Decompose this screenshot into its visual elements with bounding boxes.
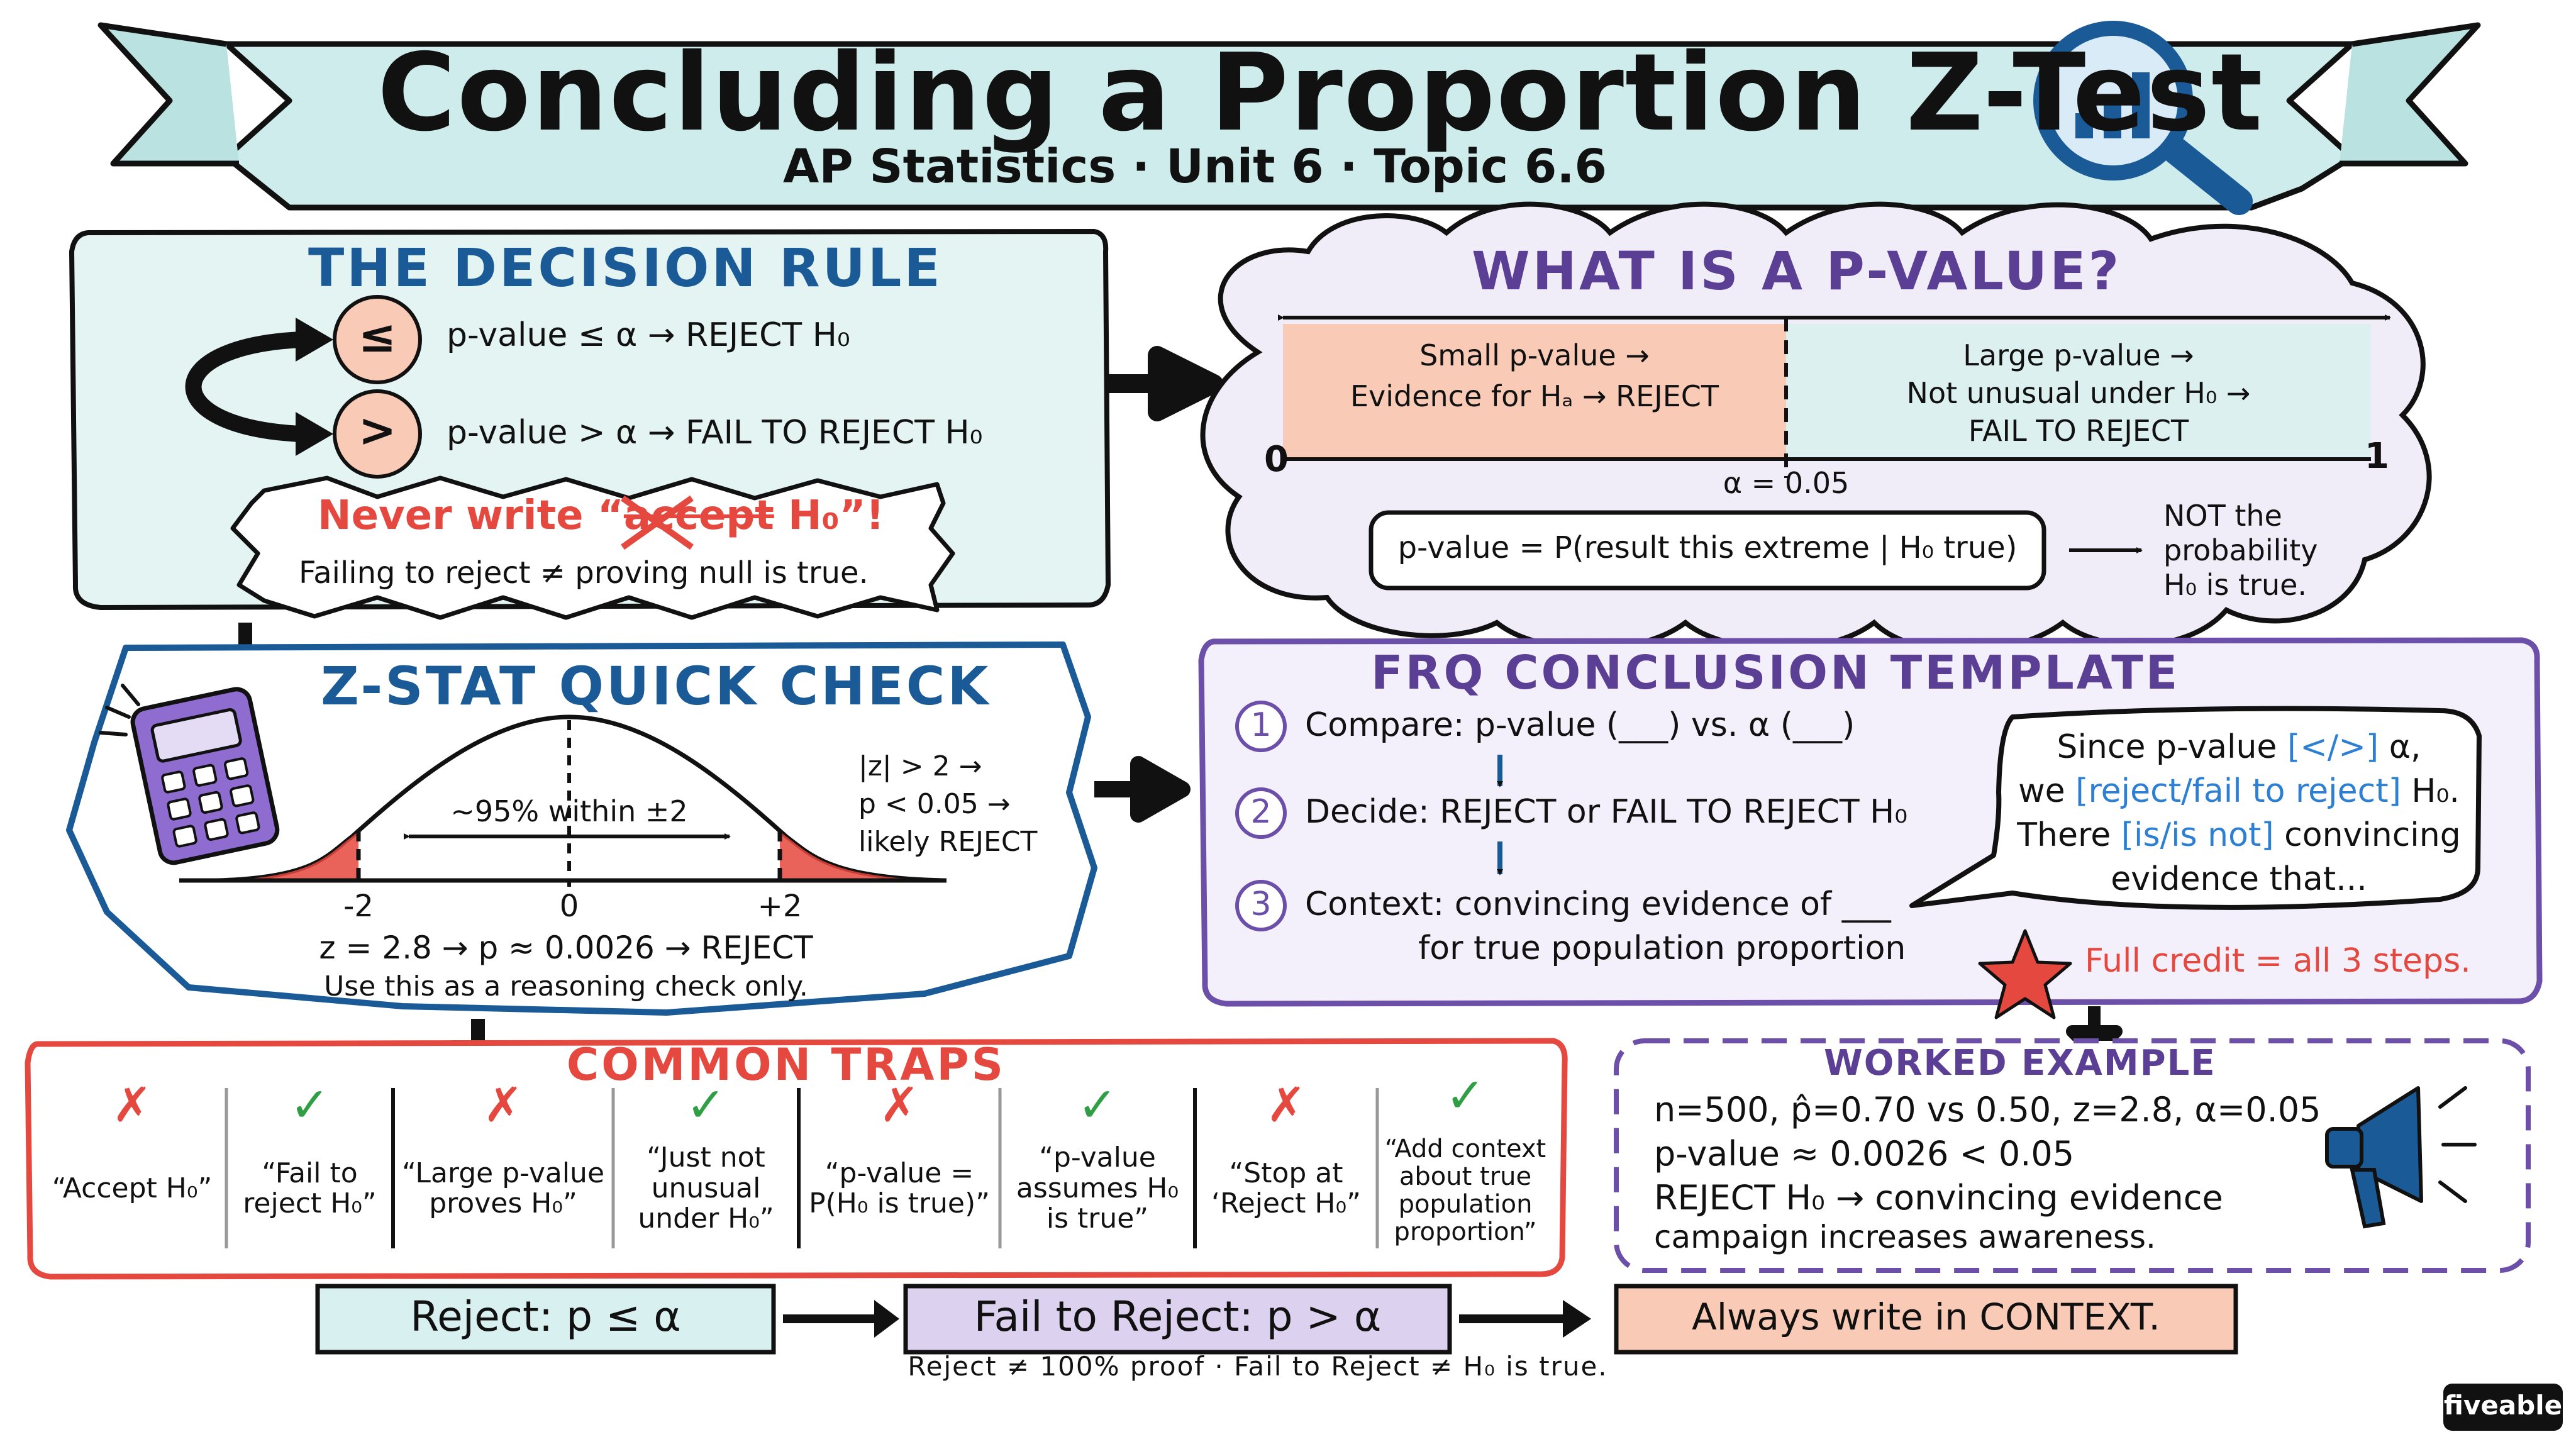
bubble-line2: we [reject/fail to reject] H₀. bbox=[2018, 772, 2460, 810]
tick-plus-2: +2 bbox=[757, 889, 802, 924]
axis-max-label: 1 bbox=[2365, 436, 2389, 477]
frq-panel bbox=[1198, 637, 2543, 1019]
worked-example-panel bbox=[1614, 1038, 2531, 1273]
bottom-flow bbox=[315, 1284, 2238, 1355]
rule-fail-to-reject: p-value > α → FAIL TO REJECT H₀ bbox=[447, 414, 983, 452]
trap-mark-1: ✗ bbox=[112, 1077, 152, 1133]
zstat-side-line2: p < 0.05 → bbox=[858, 788, 1011, 820]
full-credit-note: Full credit = all 3 steps. bbox=[2085, 942, 2471, 980]
trap-text-4: “Just not unusual under H₀” bbox=[638, 1141, 774, 1235]
bottom-note: Reject ≠ 100% proof · Fail to Reject ≠ H… bbox=[908, 1351, 1608, 1382]
pvalue-small-line2: Evidence for Hₐ → REJECT bbox=[1350, 379, 1719, 413]
zstat-side-line1: |z| > 2 → bbox=[858, 750, 982, 782]
trap-text-7: “Stop at ‘Reject H₀” bbox=[1211, 1157, 1361, 1219]
magnifier-chart-icon bbox=[2033, 21, 2253, 215]
trap-mark-5: ✗ bbox=[879, 1077, 919, 1133]
trap-mark-8: ✓ bbox=[1445, 1067, 1485, 1123]
megaphone-icon bbox=[2325, 1086, 2477, 1229]
not-note-line2: probability bbox=[2163, 533, 2318, 567]
worked-line2: p-value ≈ 0.0026 < 0.05 bbox=[1654, 1134, 2075, 1174]
zstat-side-line3: likely REJECT bbox=[858, 826, 1038, 858]
rule-symbol-gt: > bbox=[358, 404, 397, 457]
trap-text-5: “p-value = P(H₀ is true)” bbox=[809, 1157, 990, 1219]
bubble-line3: There [is/is not] convincing bbox=[2017, 816, 2461, 854]
bubble-line1: Since p-value [</>] α, bbox=[2057, 728, 2421, 766]
pvalue-large-line3: FAIL TO REJECT bbox=[1968, 414, 2189, 448]
tick-minus-2: -2 bbox=[343, 889, 374, 924]
not-note-line1: NOT the bbox=[2163, 499, 2282, 533]
star-icon bbox=[1978, 929, 2072, 1019]
trap-mark-3: ✗ bbox=[483, 1077, 523, 1133]
step-3-number: 3 bbox=[1250, 886, 1272, 923]
alpha-label: α = 0.05 bbox=[1723, 466, 1850, 500]
calculator-icon bbox=[130, 687, 280, 865]
warning-note: Failing to reject ≠ proving null is true… bbox=[299, 555, 869, 591]
traps-panel bbox=[25, 1038, 1568, 1280]
worked-line4: campaign increases awareness. bbox=[1654, 1219, 2156, 1255]
trap-text-2: “Fail to reject H₀” bbox=[243, 1157, 377, 1219]
calculator-sparks bbox=[99, 684, 140, 736]
rule-symbol-le: ≤ bbox=[358, 309, 397, 362]
fail-summary: Fail to Reject: p > α bbox=[974, 1292, 1382, 1341]
worked-line3: REJECT H₀ → convincing evidence bbox=[1654, 1178, 2223, 1218]
bubble-line4: evidence that... bbox=[2111, 860, 2367, 898]
arrow-zstat-to-frq bbox=[1094, 756, 1191, 823]
not-note-line3: H₀ is true. bbox=[2163, 568, 2307, 602]
page-subtitle: AP Statistics · Unit 6 · Topic 6.6 bbox=[783, 140, 1607, 194]
zstat-example: z = 2.8 → p ≈ 0.0026 → REJECT bbox=[319, 930, 813, 966]
frq-heading: FRQ CONCLUSION TEMPLATE bbox=[1371, 646, 2180, 700]
brand-tag bbox=[2443, 1384, 2563, 1431]
zstat-heading: Z-STAT QUICK CHECK bbox=[321, 655, 991, 717]
rule-reject: p-value ≤ α → REJECT H₀ bbox=[447, 316, 850, 354]
step-1-number: 1 bbox=[1250, 706, 1272, 744]
zstat-panel bbox=[66, 641, 1097, 1016]
brand-logo: fiveable bbox=[2443, 1390, 2563, 1421]
context-summary: Always write in CONTEXT. bbox=[1692, 1296, 2160, 1338]
tick-zero: 0 bbox=[559, 889, 579, 924]
step-3-text-line2: for true population proportion bbox=[1418, 930, 1906, 967]
pvalue-cloud bbox=[1200, 201, 2432, 653]
trap-text-1: “Accept H₀” bbox=[52, 1172, 213, 1204]
axis-min-label: 0 bbox=[1264, 439, 1289, 480]
trap-mark-2: ✓ bbox=[289, 1077, 330, 1133]
trap-text-8: “Add context about true population propo… bbox=[1384, 1134, 1546, 1246]
worked-line1: n=500, p̂=0.70 vs 0.50, z=2.8, α=0.05 bbox=[1654, 1090, 2321, 1130]
reject-summary: Reject: p ≤ α bbox=[410, 1292, 681, 1341]
page-title: Concluding a Proportion Z-Test bbox=[377, 31, 2264, 155]
decision-rule-heading: THE DECISION RULE bbox=[308, 237, 943, 299]
pvalue-small-line1: Small p-value → bbox=[1419, 338, 1650, 372]
pvalue-large-line1: Large p-value → bbox=[1963, 338, 2194, 372]
step-2-number: 2 bbox=[1250, 793, 1272, 831]
trap-text-6: “p-value assumes H₀ is true” bbox=[1016, 1141, 1179, 1235]
title-banner bbox=[97, 22, 2481, 211]
pvalue-large-line2: Not unusual under H₀ → bbox=[1906, 376, 2251, 410]
traps-heading: COMMON TRAPS bbox=[566, 1039, 1006, 1091]
within-label: ~95% within ±2 bbox=[450, 794, 688, 828]
arrow-rule-to-pvalue bbox=[1107, 346, 1223, 421]
step-2-text: Decide: REJECT or FAIL TO REJECT H₀ bbox=[1305, 793, 1908, 831]
zstat-note: Use this as a reasoning check only. bbox=[324, 970, 808, 1002]
trap-mark-7: ✗ bbox=[1266, 1077, 1306, 1133]
step-3-text: Context: convincing evidence of ___ bbox=[1305, 886, 1891, 923]
pvalue-definition: p-value = P(result this extreme | H₀ tru… bbox=[1397, 530, 2018, 565]
trap-text-3: “Large p-value proves H₀” bbox=[401, 1157, 605, 1219]
decision-rule-panel bbox=[69, 228, 1111, 620]
trap-mark-6: ✓ bbox=[1077, 1077, 1118, 1133]
trap-mark-4: ✓ bbox=[686, 1077, 726, 1133]
pvalue-heading: WHAT IS A P-VALUE? bbox=[1472, 240, 2122, 302]
warning-heading: Never write “accept H₀”! bbox=[318, 492, 884, 539]
worked-heading: WORKED EXAMPLE bbox=[1824, 1043, 2216, 1084]
step-1-text: Compare: p-value (___) vs. α (___) bbox=[1305, 706, 1855, 744]
